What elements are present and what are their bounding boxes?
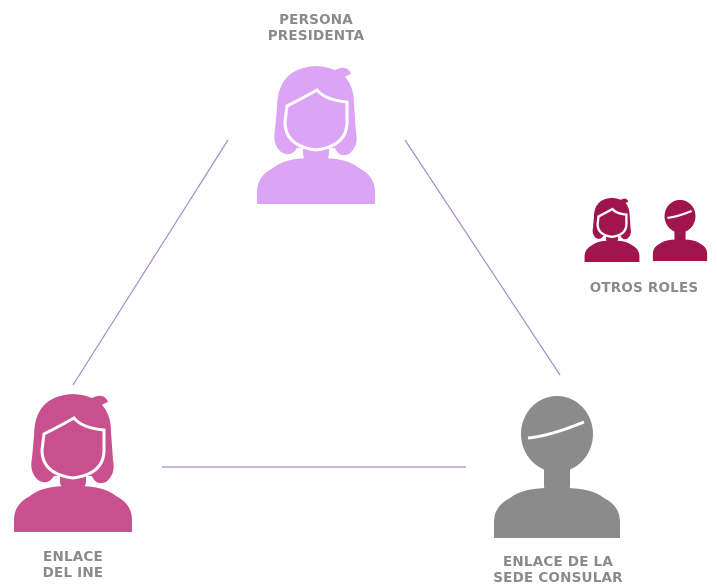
connector-presidenta-consular [404, 139, 561, 376]
otros-roles-label-text: OTROS ROLES [589, 280, 699, 296]
consular-male-icon [494, 396, 620, 538]
ine-female-icon [14, 394, 132, 532]
presidenta-female-icon [257, 66, 375, 204]
connector-presidenta-ine [72, 139, 229, 386]
consular-label-line2: SEDE CONSULAR [493, 570, 623, 586]
ine-label-line2: DEL INE [42, 565, 104, 581]
presidenta-label-line1: PERSONA [279, 12, 353, 28]
presidenta-label: PERSONA PRESIDENTA [231, 12, 401, 44]
consular-label: ENLACE DE LA SEDE CONSULAR [460, 554, 656, 586]
otros-female-icon [584, 197, 640, 262]
otros-male-icon [652, 199, 708, 262]
otros-roles-label: OTROS ROLES [574, 280, 714, 296]
consular-label-line1: ENLACE DE LA [503, 554, 613, 570]
ine-label: ENLACE DEL INE [12, 549, 134, 581]
presidenta-label-line2: PRESIDENTA [267, 28, 365, 44]
ine-label-line1: ENLACE [43, 549, 103, 565]
